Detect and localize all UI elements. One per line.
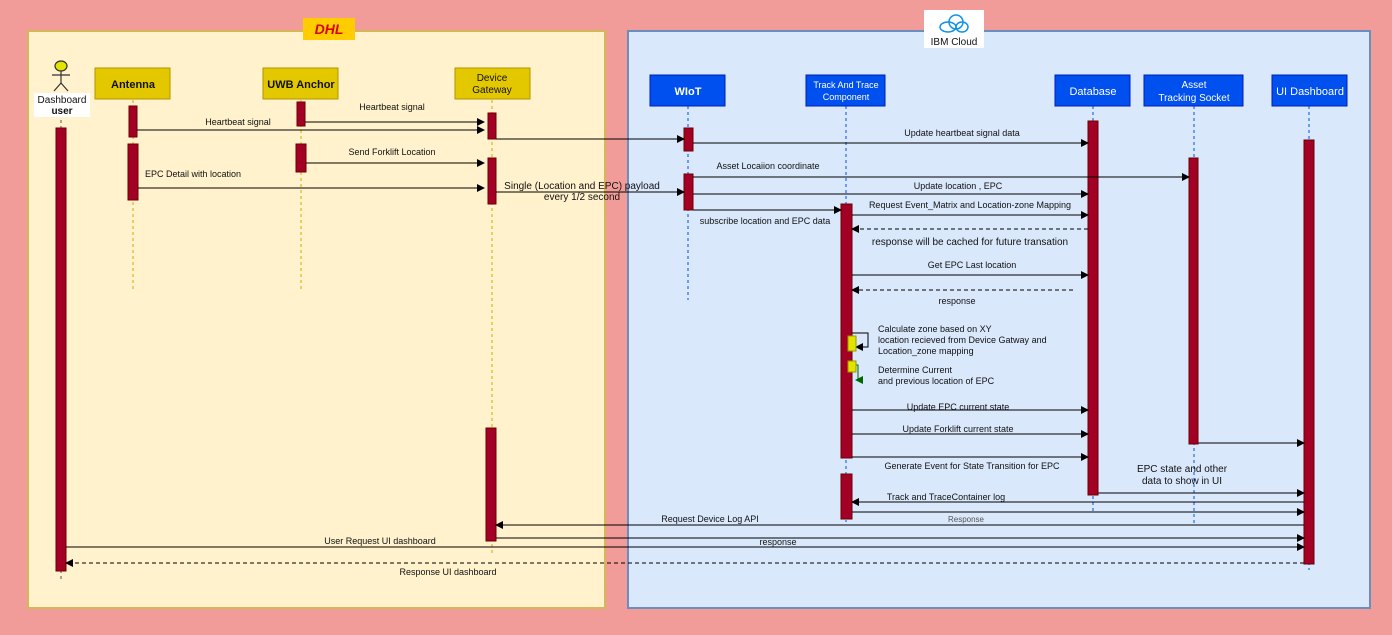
participant-asset-socket: Asset Tracking Socket xyxy=(1143,74,1244,107)
message-labels: Heartbeat signal Heartbeat signal Send F… xyxy=(145,102,1228,577)
self-call-determine xyxy=(847,360,857,373)
svg-text:Dashboard: Dashboard xyxy=(38,95,87,106)
activation-track-1 xyxy=(840,203,853,459)
svg-text:response will be cached for fu: response will be cached for future trans… xyxy=(872,237,1068,248)
participant-database: Database xyxy=(1054,74,1131,107)
svg-text:Generate Event for State Trans: Generate Event for State Transition for … xyxy=(884,461,1060,471)
activation-antenna-1 xyxy=(128,105,138,138)
svg-text:Calculate zone based on XY: Calculate zone based on XY xyxy=(878,324,992,334)
svg-text:Heartbeat signal: Heartbeat signal xyxy=(205,117,271,127)
svg-text:Heartbeat signal: Heartbeat signal xyxy=(359,102,425,112)
activation-database xyxy=(1087,120,1099,496)
svg-text:user: user xyxy=(51,106,72,117)
svg-text:subscribe location and EPC dat: subscribe location and EPC data xyxy=(700,216,831,226)
svg-text:Get EPC Last location: Get EPC Last location xyxy=(928,260,1017,270)
svg-text:Location_zone mapping: Location_zone mapping xyxy=(878,346,974,356)
svg-text:Single (Location and EPC) payl: Single (Location and EPC) payload xyxy=(504,181,660,192)
participant-antenna: Antenna xyxy=(94,67,171,100)
svg-text:Tracking Socket: Tracking Socket xyxy=(1158,93,1230,104)
participant-wiot: WIoT xyxy=(649,74,726,107)
cloud-icon xyxy=(939,14,969,33)
svg-text:every 1/2 second: every 1/2 second xyxy=(544,192,620,203)
activation-asset-socket xyxy=(1188,157,1199,445)
svg-text:EPC Detail with location: EPC Detail with location xyxy=(145,169,241,179)
svg-text:WIoT: WIoT xyxy=(675,86,702,98)
dhl-zone xyxy=(27,30,606,609)
participant-ui-dashboard: UI Dashboard xyxy=(1271,74,1348,107)
svg-text:Request Device Log API: Request Device Log API xyxy=(661,514,759,524)
svg-text:Gateway: Gateway xyxy=(472,85,511,96)
activation-track-2 xyxy=(840,473,853,520)
activation-antenna-2 xyxy=(127,143,139,201)
participant-track-trace: Track And Trace Component xyxy=(805,74,886,107)
participant-uwb-anchor: UWB Anchor xyxy=(262,67,339,100)
svg-text:Update Forklift current state: Update Forklift current state xyxy=(902,424,1013,434)
svg-text:EPC state and other: EPC state and other xyxy=(1137,464,1228,475)
activation-gateway-3 xyxy=(485,427,497,542)
svg-text:Track and TraceContainer log: Track and TraceContainer log xyxy=(887,492,1005,502)
svg-text:response: response xyxy=(759,537,796,547)
svg-text:UI Dashboard: UI Dashboard xyxy=(1276,86,1344,98)
activation-dashboard-user xyxy=(55,127,67,572)
self-call-calc-zone xyxy=(847,335,857,352)
svg-text:IBM Cloud: IBM Cloud xyxy=(931,37,978,48)
svg-text:Database: Database xyxy=(1069,86,1116,98)
svg-text:UWB Anchor: UWB Anchor xyxy=(267,79,335,91)
svg-text:Response: Response xyxy=(948,515,985,524)
svg-text:location recieved from Device: location recieved from Device Gatway and xyxy=(878,335,1047,345)
messages xyxy=(65,118,1305,567)
svg-text:Update heartbeat signal data: Update heartbeat signal data xyxy=(904,128,1020,138)
activation-wiot-2 xyxy=(683,173,694,211)
ibm-cloud-logo: IBM Cloud xyxy=(924,10,984,48)
svg-text:Request Event_Matrix and Locat: Request Event_Matrix and Location-zone M… xyxy=(869,200,1071,210)
activation-bars xyxy=(55,101,1315,572)
svg-text:response: response xyxy=(938,296,975,306)
svg-text:Determine Current: Determine Current xyxy=(878,365,953,375)
svg-text:and previous location of EPC: and previous location of EPC xyxy=(878,376,995,386)
activation-ui-dashboard xyxy=(1303,139,1315,565)
participant-dashboard-user: Dashboard user xyxy=(34,60,90,117)
svg-text:DHL: DHL xyxy=(315,21,344,37)
actor-icon xyxy=(52,60,70,92)
arrow-calc-zone-self xyxy=(852,332,869,351)
svg-text:Update EPC current state: Update EPC current state xyxy=(907,402,1010,412)
svg-text:Track And Trace: Track And Trace xyxy=(813,80,878,90)
svg-text:Device: Device xyxy=(477,73,508,84)
svg-text:Antenna: Antenna xyxy=(111,79,156,91)
activation-wiot-1 xyxy=(683,127,694,152)
activation-gateway-1 xyxy=(487,112,497,140)
svg-text:User Request UI dashboard: User Request UI dashboard xyxy=(324,536,436,546)
activation-uwb-2 xyxy=(295,143,307,173)
svg-text:Component: Component xyxy=(823,92,870,102)
svg-text:Send Forklift Location: Send Forklift Location xyxy=(348,147,435,157)
svg-text:data to show in UI: data to show in UI xyxy=(1142,476,1222,487)
dhl-logo: DHL xyxy=(303,18,355,40)
participant-device-gateway: Device Gateway xyxy=(454,67,531,100)
svg-text:Update location , EPC: Update location , EPC xyxy=(914,181,1003,191)
activation-uwb-1 xyxy=(296,101,306,127)
svg-text:Asset: Asset xyxy=(1181,80,1206,91)
activation-gateway-2 xyxy=(487,157,497,205)
svg-text:Asset Locaiion coordinate: Asset Locaiion coordinate xyxy=(716,161,819,171)
svg-text:Response UI dashboard: Response UI dashboard xyxy=(399,567,496,577)
